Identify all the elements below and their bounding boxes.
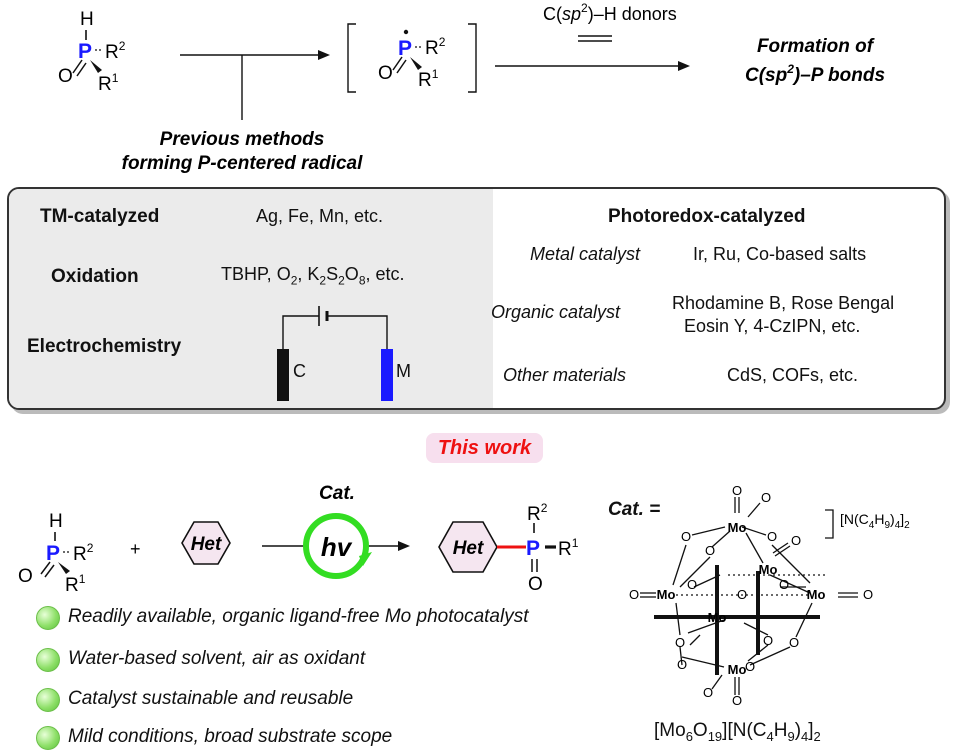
donors-label: C(sp2)–H donors	[543, 1, 677, 24]
mo-atom: Mo	[759, 562, 778, 577]
phosphorus-atom: P	[78, 40, 92, 63]
electrode-c-label: C	[293, 361, 306, 381]
bullet-text-2: Water-based solvent, air as oxidant	[68, 648, 366, 669]
bullet-text-3: Catalyst sustainable and reusable	[68, 688, 354, 709]
o-atom: O	[629, 587, 639, 602]
bullet-icon	[36, 688, 60, 712]
previous-methods-line1: Previous methods	[160, 129, 325, 150]
product-het-hexagon	[438, 521, 498, 573]
o-atom: O	[761, 490, 771, 505]
mo-atom: Mo	[708, 610, 727, 625]
r2-group: R2	[105, 39, 126, 63]
o-atom: O	[745, 659, 755, 674]
metal-electrode	[381, 349, 393, 401]
electrochemistry-cell	[277, 306, 393, 401]
mo-atom: Mo	[728, 662, 747, 677]
electrochemistry-label: Electrochemistry	[27, 336, 182, 357]
tm-catalyzed-value: Ag, Fe, Mn, etc.	[256, 206, 384, 226]
het-hexagon	[181, 521, 231, 565]
reactant-r2-group: R2	[73, 541, 94, 565]
reaction-scheme: H P R2 O R1 + Het Cat. hv Het P R2 R1 O	[18, 483, 579, 596]
r1-group: R1	[98, 71, 119, 95]
reactant-h-atom: H	[49, 511, 63, 532]
previous-methods-line2: forming P-centered radical	[122, 153, 363, 174]
organic-catalyst-label: Organic catalyst	[491, 302, 621, 322]
panel-left-section	[9, 189, 493, 408]
o-atom: O	[705, 543, 715, 558]
o-atom: O	[732, 483, 742, 498]
hv-circle	[303, 513, 369, 579]
radical-r2-group: R2	[425, 35, 446, 59]
counter-ion-label: [N(C4H9)4]2	[840, 511, 910, 531]
reactant-oxygen-atom: O	[18, 566, 33, 587]
carbon-electrode	[277, 349, 289, 401]
reactant-phosphorus-atom: P	[46, 542, 60, 565]
tm-catalyzed-label: TM-catalyzed	[40, 206, 160, 227]
this-work-badge: This work	[426, 433, 543, 463]
o-atom: O	[732, 693, 742, 705]
product-r1-group: R1	[558, 536, 579, 560]
organic-catalyst-value-1: Rhodamine B, Rose Bengal	[672, 293, 895, 313]
oxidation-value: TBHP, O2, K2S2O8, etc.	[221, 264, 405, 288]
mo-atom: Mo	[728, 520, 747, 535]
o-atom: O	[789, 635, 799, 650]
o-atom: O	[677, 657, 687, 672]
mo-atom: Mo	[807, 587, 826, 602]
o-atom: O	[779, 577, 789, 592]
formation-line2: C(sp2)–P bonds	[745, 62, 885, 86]
bullet-text-4: Mild conditions, broad substrate scope	[68, 726, 393, 747]
electrode-m-label: M	[396, 361, 411, 381]
product-oxygen-atom: O	[528, 574, 543, 595]
hv-arrowhead	[359, 552, 372, 566]
metal-catalyst-label: Metal catalyst	[530, 244, 641, 264]
product-het-label: Het	[453, 538, 484, 559]
bullet-icon	[36, 648, 60, 672]
plus-sign: +	[130, 539, 141, 559]
photoredox-title: Photoredox-catalyzed	[608, 206, 806, 227]
bullet-icon	[36, 726, 60, 750]
oxidation-label: Oxidation	[51, 266, 139, 287]
o-atom: O	[703, 685, 713, 700]
radical-oxygen-atom: O	[378, 63, 393, 84]
o-atom: O	[737, 587, 747, 602]
het-label: Het	[191, 534, 222, 555]
product-phosphorus-atom: P	[526, 537, 540, 560]
cat-equals-label: Cat. =	[608, 499, 661, 520]
o-atom: O	[863, 587, 873, 602]
radical-phosphorus-atom: P	[398, 37, 412, 60]
o-atom: O	[675, 635, 685, 650]
other-materials-value: CdS, COFs, etc.	[727, 365, 859, 385]
product-r2-group: R2	[527, 501, 548, 525]
o-atom: O	[687, 577, 697, 592]
o-atom: O	[763, 633, 773, 648]
mo-atom: Mo	[657, 587, 676, 602]
oxygen-atom: O	[58, 66, 73, 87]
methods-panel: TM-catalyzed Ag, Fe, Mn, etc. Oxidation …	[7, 187, 946, 410]
h-atom: H	[80, 9, 94, 30]
o-atom: O	[681, 529, 691, 544]
metal-catalyst-value: Ir, Ru, Co-based salts	[693, 244, 867, 264]
top-scheme: H P R2 O R1 P R2 O R1 C(sp2)–H donors Pr…	[58, 1, 885, 174]
formation-line1: Formation of	[757, 36, 875, 57]
organic-catalyst-value-2: Eosin Y, 4-CzIPN, etc.	[684, 316, 861, 336]
o-atom: O	[791, 533, 801, 548]
mo6o19-structure: [N(C4H9)4]2	[629, 483, 910, 705]
other-materials-label: Other materials	[503, 365, 627, 385]
bullet-icon	[36, 606, 60, 630]
hv-label: hv	[321, 532, 353, 562]
radical-r1-group: R1	[418, 67, 439, 91]
reactant-r1-group: R1	[65, 572, 86, 596]
bullet-text-1: Readily available, organic ligand-free M…	[68, 606, 529, 627]
cat-label: Cat.	[319, 483, 355, 504]
catalyst-formula: [Mo6O19][N(C4H9)4]2	[654, 720, 821, 744]
o-atom: O	[767, 529, 777, 544]
